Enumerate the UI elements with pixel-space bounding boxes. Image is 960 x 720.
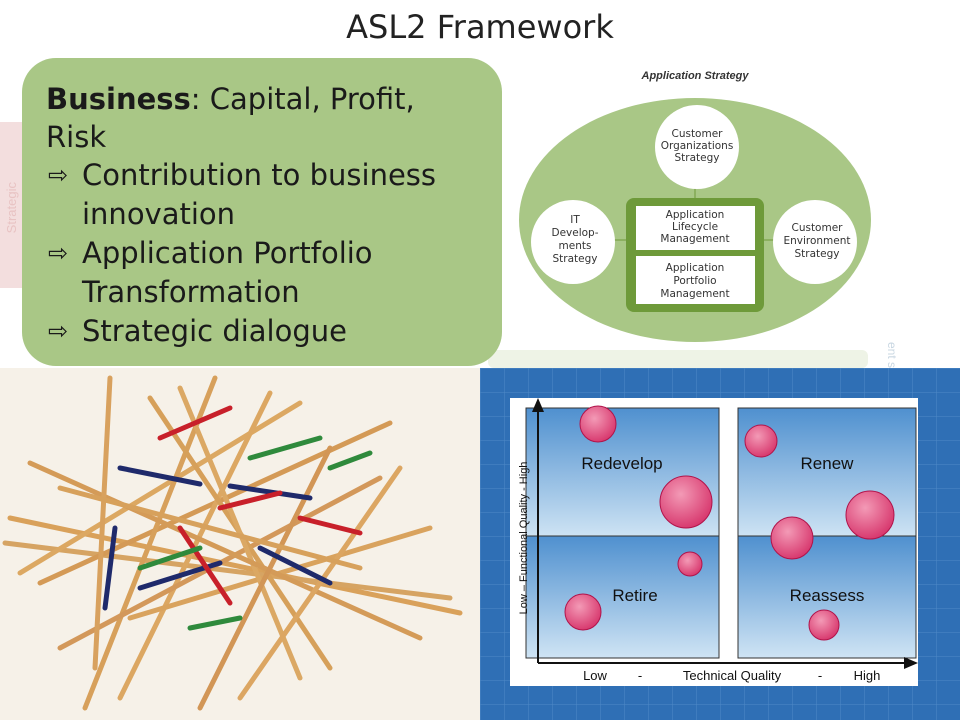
faint-background-strip: [488, 350, 868, 368]
x-axis-dash: -: [818, 668, 822, 683]
application-strategy-diagram: Application Strategy Customer Organizati…: [519, 70, 871, 342]
quadrant-label-retire: Retire: [612, 586, 657, 605]
callout-bullet-text: Application Portfolio Transformation: [82, 236, 373, 309]
application-bubble: [744, 424, 778, 458]
hollow-right-arrow-icon: ⇨: [48, 317, 69, 345]
stick: [237, 465, 403, 701]
quadrant-label-redevelop: Redevelop: [581, 454, 662, 473]
y-axis-label: Low – Functional Quality - High: [518, 462, 530, 615]
stick: [117, 390, 273, 701]
x-axis-dash: -: [638, 668, 642, 683]
node-label: Application: [666, 209, 725, 221]
x-axis-title: Technical Quality: [683, 668, 782, 683]
node-label: Organizations: [661, 140, 734, 152]
stick-band-green: [247, 435, 323, 461]
customer-organizations-node: [655, 105, 739, 189]
application-bubble: [659, 475, 713, 529]
portfolio-matrix-image: Redevelop Renew Retire Reassess Low – Fu…: [480, 368, 960, 720]
customer-environment-node: [773, 200, 857, 284]
stick-band-red: [157, 405, 233, 441]
application-bubble: [564, 593, 602, 631]
application-bubble: [579, 405, 617, 443]
application-bubble: [677, 551, 703, 577]
stick: [177, 385, 303, 681]
node-label: Lifecycle: [672, 221, 718, 233]
stick-band-green: [327, 450, 373, 471]
pickup-sticks-drawing: [2, 375, 463, 711]
application-bubble: [770, 516, 814, 560]
faint-label: Strategic: [4, 182, 19, 234]
node-label: Management: [660, 288, 729, 300]
callout-bullet: ⇨ Contribution to business innovation: [46, 156, 480, 234]
quadrant-label-reassess: Reassess: [790, 586, 865, 605]
node-label: Application: [666, 262, 725, 274]
stick: [27, 460, 423, 641]
hollow-right-arrow-icon: ⇨: [48, 161, 69, 189]
y-axis-arrowhead-icon: [532, 398, 544, 412]
business-callout: Business: Capital, Profit, Risk ⇨ Contrib…: [22, 58, 502, 366]
portfolio-matrix: Redevelop Renew Retire Reassess Low – Fu…: [480, 368, 960, 720]
stick-band-green: [137, 545, 203, 571]
node-label: Customer: [671, 128, 723, 140]
stick-band-red: [297, 515, 363, 536]
stick-band-blue: [117, 465, 203, 487]
faint-right-label: ent s: [885, 342, 899, 369]
callout-heading-bold: Business: [46, 82, 191, 116]
diagram-title: Application Strategy: [641, 70, 750, 82]
stick-band-blue: [102, 525, 118, 611]
node-label: Management: [660, 233, 729, 245]
stick: [57, 485, 363, 571]
it-developments-node: [531, 200, 615, 284]
stick-band-green: [187, 615, 243, 631]
x-axis-high: High: [854, 668, 881, 683]
node-label: Develop-: [551, 227, 598, 239]
stick-band-red: [217, 490, 283, 511]
quadrant-label-renew: Renew: [801, 454, 855, 473]
x-axis-arrowhead-icon: [904, 657, 918, 669]
stick: [92, 375, 113, 671]
node-label: Portfolio: [673, 275, 716, 287]
stick: [197, 445, 333, 711]
application-bubble: [808, 609, 840, 641]
callout-heading-rest: : Capital, Profit, Risk: [46, 82, 415, 154]
callout-bullet-text: Contribution to business innovation: [82, 158, 437, 231]
stick-band-blue: [227, 483, 313, 501]
node-label: Strategy: [795, 248, 840, 260]
pickup-sticks-image: [0, 368, 480, 720]
node-label: ments: [559, 240, 592, 252]
callout-bullet-text: Strategic dialogue: [82, 314, 347, 348]
node-label: Strategy: [553, 253, 598, 265]
callout-bullet: ⇨ Strategic dialogue: [46, 312, 480, 351]
stick-band-blue: [257, 545, 333, 586]
callout-heading: Business: Capital, Profit, Risk: [46, 80, 480, 156]
node-label: Customer: [791, 222, 843, 234]
stick: [82, 375, 218, 711]
lifecycle-management-box: [636, 206, 755, 250]
application-bubble: [845, 490, 895, 540]
callout-bullet-list: ⇨ Contribution to business innovation ⇨ Ap…: [46, 156, 480, 351]
callout-bullet: ⇨ Application Portfolio Transformation: [46, 234, 480, 312]
faint-background-panel: Strategic: [0, 122, 22, 288]
stick-band-red: [177, 525, 233, 606]
node-label: Strategy: [675, 152, 720, 164]
slide-title: ASL2 Framework: [346, 8, 614, 46]
node-label: Environment: [783, 235, 850, 247]
node-label: IT: [570, 214, 580, 226]
portfolio-management-box: [636, 256, 755, 304]
x-axis-low: Low: [583, 668, 607, 683]
stick: [2, 540, 453, 601]
hollow-right-arrow-icon: ⇨: [48, 239, 69, 267]
